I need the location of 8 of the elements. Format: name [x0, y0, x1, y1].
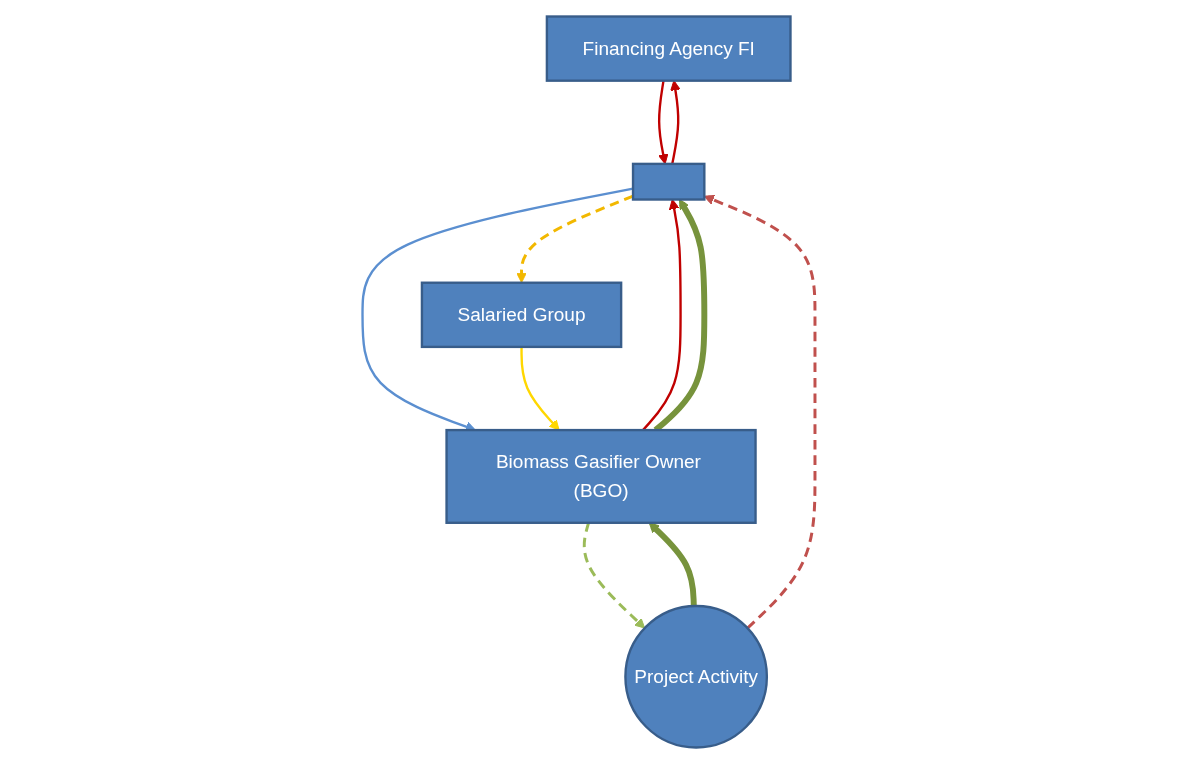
node-box [632, 162, 706, 201]
node-circle: Project Activity [624, 604, 769, 749]
arrow [704, 194, 817, 629]
arrow [516, 194, 634, 283]
node-box: Salaried Group [421, 281, 623, 348]
arrow [658, 80, 669, 164]
node-box: Biomass Gasifier Owner (BGO) [445, 428, 757, 524]
node-box: Financing Agency FI [545, 14, 792, 82]
